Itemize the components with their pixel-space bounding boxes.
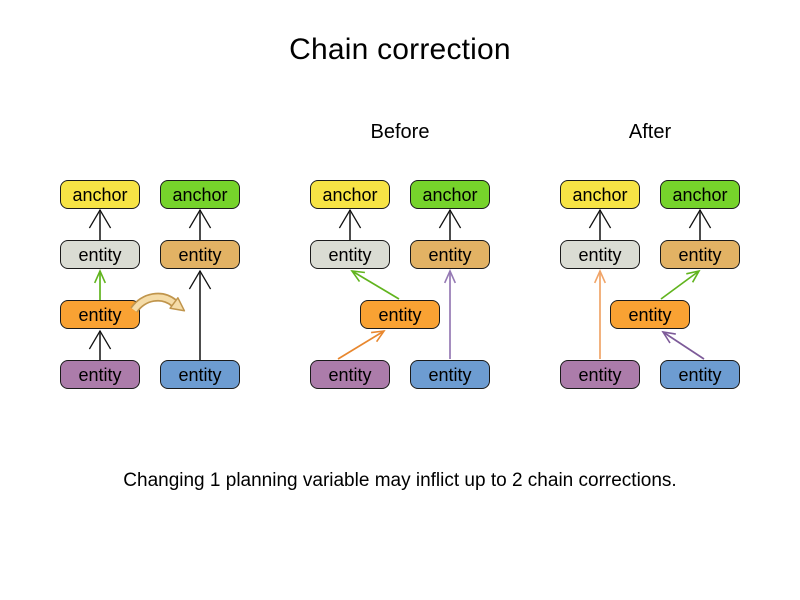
node-before-anchor-2: anchor — [410, 180, 490, 209]
node-before-anchor-1: anchor — [310, 180, 390, 209]
node-before-entity-gray: entity — [310, 240, 390, 269]
node-after-entity-purple: entity — [560, 360, 640, 389]
node-left-anchor-1: anchor — [60, 180, 140, 209]
page-title: Chain correction — [289, 33, 511, 66]
node-after-anchor-1: anchor — [560, 180, 640, 209]
node-before-entity-tan: entity — [410, 240, 490, 269]
node-after-entity-blue: entity — [660, 360, 740, 389]
node-left-anchor-2: anchor — [160, 180, 240, 209]
node-left-entity-tan: entity — [160, 240, 240, 269]
before-label: Before — [370, 121, 430, 143]
after-label: After — [628, 121, 672, 143]
node-left-entity-blue: entity — [160, 360, 240, 389]
node-after-entity-gray: entity — [560, 240, 640, 269]
node-before-entity-blue: entity — [410, 360, 490, 389]
node-after-entity-tan: entity — [660, 240, 740, 269]
node-left-entity-orange: entity — [60, 300, 140, 329]
node-left-entity-purple: entity — [60, 360, 140, 389]
node-before-entity-purple: entity — [310, 360, 390, 389]
node-left-entity-gray: entity — [60, 240, 140, 269]
node-before-entity-orange: entity — [360, 300, 440, 329]
caption: Changing 1 planning variable may inflict… — [123, 470, 677, 491]
node-after-entity-orange: entity — [610, 300, 690, 329]
node-after-anchor-2: anchor — [660, 180, 740, 209]
